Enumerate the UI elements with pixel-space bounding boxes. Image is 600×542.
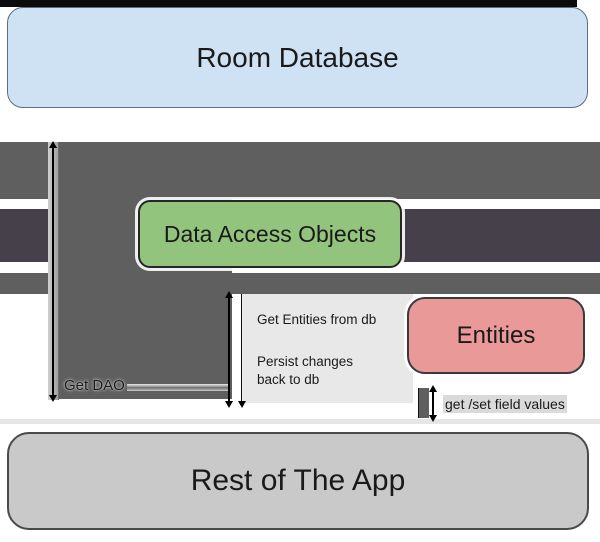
get-dao-arrow-line <box>52 146 54 396</box>
node-data-access-objects: Data Access Objects <box>138 200 402 268</box>
background-stripe <box>0 419 600 424</box>
node-dao-label: Data Access Objects <box>163 220 377 247</box>
get-dao-horizontal-pipe <box>127 384 228 391</box>
node-room-database-label: Room Database <box>196 41 399 73</box>
get-set-pipe <box>418 388 429 418</box>
arrow-up-icon <box>49 141 57 148</box>
arrow-down-icon <box>49 395 57 402</box>
node-entities: Entities <box>407 297 585 374</box>
label-get-set-field-values: get /set field values <box>443 395 567 413</box>
top-edge-bar <box>0 0 577 7</box>
arrow-up-icon <box>429 385 437 392</box>
get-dao-pipe <box>48 142 59 400</box>
node-room-database: Room Database <box>7 7 588 108</box>
label-get-entities-from-db: Get Entities from db <box>257 312 377 327</box>
arrow-down-icon <box>225 401 233 408</box>
label-get-dao: Get DAO <box>64 377 125 394</box>
label-persist-changes: Persist changes back to db <box>257 354 354 387</box>
node-rest-of-the-app: Rest of The App <box>7 432 589 530</box>
arrow-up-icon <box>225 291 233 298</box>
arrow-down-icon <box>238 401 246 408</box>
arrow-down-icon <box>429 415 437 422</box>
entity-labels-panel <box>241 294 413 403</box>
entities-arrow-line <box>228 295 230 403</box>
get-set-arrow-line <box>432 389 434 417</box>
arrow-block-vertical <box>58 142 232 399</box>
node-entities-label: Entities <box>456 321 536 349</box>
node-rest-of-the-app-label: Rest of The App <box>190 464 406 497</box>
